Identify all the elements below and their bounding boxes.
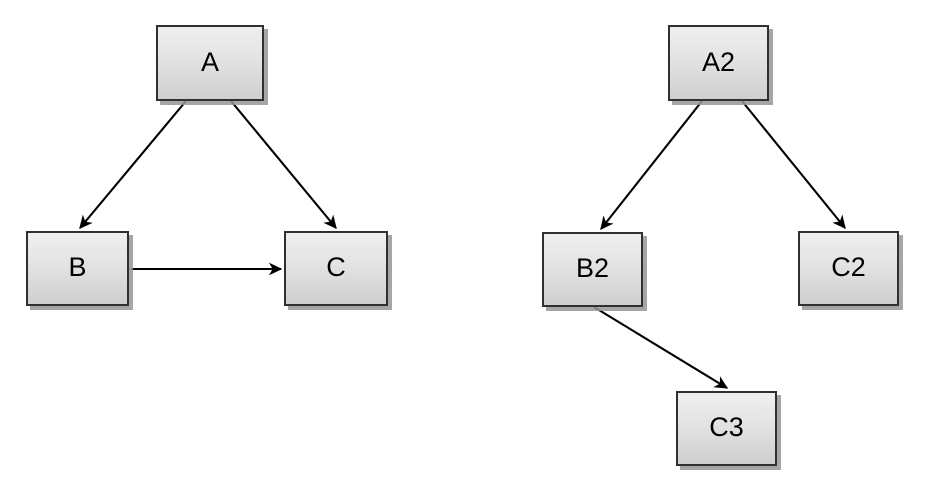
node-label-b: B	[68, 252, 87, 282]
node-c[interactable]: C	[284, 231, 388, 306]
node-c3[interactable]: C3	[676, 391, 777, 466]
node-label-c: C	[326, 252, 346, 282]
node-a[interactable]: A	[156, 25, 264, 101]
node-c2[interactable]: C2	[798, 231, 899, 306]
node-label-a2: A2	[701, 46, 736, 77]
node-label-c3: C3	[709, 412, 744, 442]
node-b2[interactable]: B2	[542, 232, 643, 307]
node-label-b2: B2	[575, 253, 610, 283]
edge-b2-to-c3[interactable]	[593, 306, 729, 389]
edge-a2-to-c2[interactable]	[741, 100, 846, 229]
edge-a2-to-b2[interactable]	[600, 100, 703, 230]
node-label-a: A	[200, 46, 219, 77]
node-b[interactable]: B	[26, 231, 129, 306]
edge-layer	[79, 100, 846, 389]
edge-a-to-c[interactable]	[230, 100, 337, 229]
node-a2[interactable]: A2	[668, 25, 769, 101]
edge-a-to-b[interactable]	[79, 100, 187, 229]
node-label-c2: C2	[831, 252, 866, 282]
